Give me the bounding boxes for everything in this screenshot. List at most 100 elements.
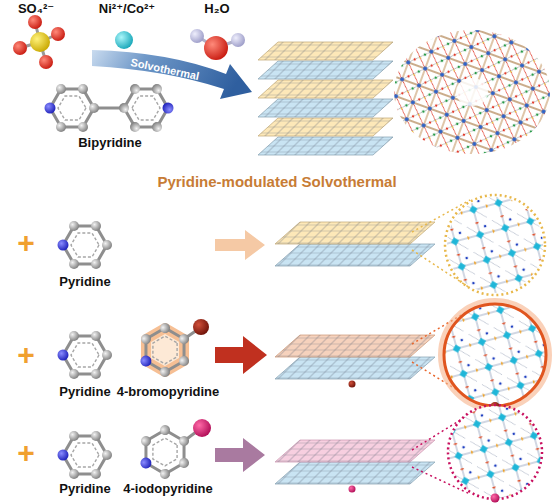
zoom-circle (491, 494, 500, 503)
layer-pair (275, 222, 435, 266)
plus-sign: + (17, 436, 35, 469)
sulfate-molecule (20, 22, 58, 62)
pyridine-molecule (58, 221, 113, 269)
layer-pair (275, 357, 435, 379)
compound-label: 4-bromopyridine (117, 385, 220, 399)
crystal-network (456, 78, 488, 106)
bromopyridine-molecule (129, 316, 209, 385)
plus-sign: + (17, 226, 35, 259)
layer-pair (275, 222, 435, 244)
layer-stack (258, 42, 393, 60)
crystal-network (390, 28, 554, 156)
zoom-circle (445, 195, 545, 295)
layer-pair (275, 440, 435, 462)
layer-stack (258, 137, 393, 155)
layer-stack (258, 99, 393, 117)
zoom-circle (445, 195, 545, 295)
layer-stack (258, 137, 393, 155)
layer-stack (258, 80, 393, 98)
layer-stack (258, 42, 393, 60)
sulfate-molecule (28, 15, 42, 29)
iodopyridine-molecule (129, 418, 200, 487)
bipyridine-molecule (45, 84, 174, 132)
layer-stack (258, 118, 393, 136)
layer-pair (275, 244, 435, 266)
plus-sign: + (17, 338, 35, 371)
water-molecule (204, 36, 228, 60)
water-molecule (190, 29, 245, 60)
sulfate-molecule (39, 55, 53, 69)
compound-label: 4-iodopyridine (123, 482, 213, 496)
bromopyridine-molecule (129, 316, 200, 385)
sulfate-molecule (13, 41, 27, 55)
layer-pair (275, 335, 435, 388)
layer-pair (275, 440, 435, 462)
pyridine-molecule (58, 431, 113, 479)
layer-pair (275, 440, 435, 462)
crystal-network (390, 28, 554, 156)
zoom-circle (443, 303, 547, 407)
layer-stack (258, 118, 393, 136)
compound-label: Pyridine (59, 482, 110, 496)
layer-stack (258, 61, 393, 79)
layer-pair (275, 244, 435, 266)
formula-label: SO₄²⁻ (18, 2, 54, 16)
layer-pair (275, 335, 435, 357)
crystal-network (390, 28, 554, 156)
process-arrow (215, 336, 267, 374)
layer-pair (275, 440, 435, 493)
bipyridine-molecule (45, 84, 100, 132)
formula-label: H₂O (204, 2, 229, 16)
zoom-circle (443, 303, 547, 407)
bipyridine-molecule (119, 84, 174, 132)
water-molecule (190, 29, 204, 43)
layer-stack (258, 137, 393, 155)
layer-stack (258, 80, 393, 98)
iodopyridine-molecule (129, 418, 211, 487)
layer-stack (258, 61, 393, 79)
bromopyridine-molecule (193, 319, 209, 335)
layer-stack (258, 118, 393, 136)
layer-pair (349, 381, 356, 388)
layer-stack (258, 99, 393, 117)
layer-pair (275, 357, 435, 379)
zoom-circle (444, 304, 546, 406)
layer-pair (275, 335, 435, 357)
process-arrow (92, 50, 252, 99)
layer-pair (349, 486, 356, 493)
section-heading: Pyridine-modulated Solvothermal (157, 174, 396, 191)
sulfate-molecule (13, 15, 65, 69)
iodopyridine-molecule (193, 419, 211, 437)
zoom-circle (447, 404, 543, 500)
zoom-circle (445, 195, 545, 295)
layer-pair (275, 462, 435, 484)
layer-stack (258, 42, 393, 155)
layer-stack (258, 42, 393, 60)
layer-pair (275, 222, 435, 244)
zoom-circle (442, 302, 548, 408)
zoom-circle (447, 404, 543, 500)
sulfate-molecule (51, 27, 65, 41)
compound-label: Bipyridine (78, 136, 142, 150)
zoom-circle (445, 195, 545, 295)
compound-label: Pyridine (59, 275, 110, 289)
sulfate-molecule (30, 32, 50, 52)
layer-stack (258, 99, 393, 117)
layer-pair (275, 357, 435, 379)
zoom-circle (442, 302, 548, 412)
layer-pair (275, 335, 435, 357)
layer-pair (275, 222, 435, 244)
layer-stack (258, 80, 393, 98)
layer-pair (275, 244, 435, 266)
layer-stack (258, 61, 393, 79)
process-arrow (215, 438, 265, 472)
zoom-circle (448, 405, 542, 499)
compound-label: Pyridine (59, 385, 110, 399)
layer-pair (275, 462, 435, 484)
metal-ion-sphere (115, 31, 133, 49)
zoom-circle (447, 404, 543, 503)
process-arrow (215, 230, 265, 260)
